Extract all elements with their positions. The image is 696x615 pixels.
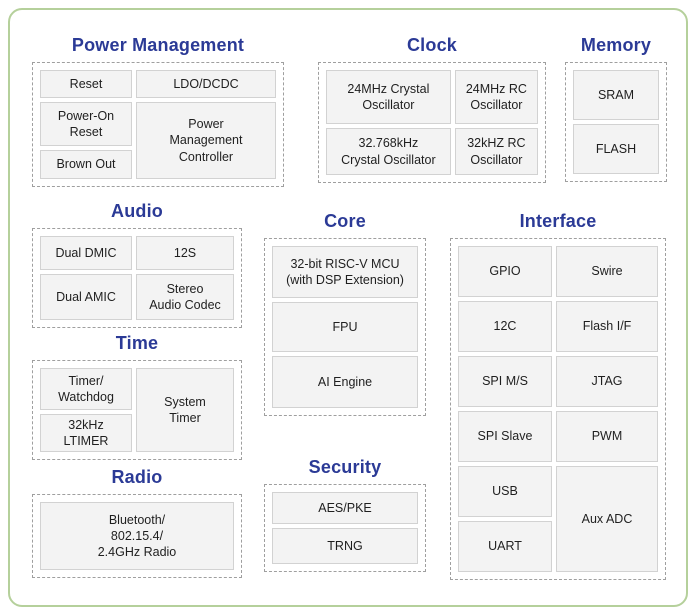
section-time: Time Timer/ Watchdog System Timer 32kHz …: [32, 332, 242, 460]
block-power-management-controller: Power Management Controller: [136, 102, 276, 179]
block-swire: Swire: [556, 246, 658, 297]
section-security: Security AES/PKE TRNG: [264, 456, 426, 572]
block-dual-amic: Dual AMIC: [40, 274, 132, 320]
block-12c: 12C: [458, 301, 552, 352]
block-spi-ms: SPI M/S: [458, 356, 552, 407]
block-fpu: FPU: [272, 302, 418, 352]
block-32768khz-crystal-oscillator: 32.768kHz Crystal Oscillator: [326, 128, 451, 175]
block-24mhz-crystal-oscillator: 24MHz Crystal Oscillator: [326, 70, 451, 124]
block-system-timer: System Timer: [136, 368, 234, 452]
time-box: Timer/ Watchdog System Timer 32kHz LTIME…: [32, 360, 242, 460]
clock-title: Clock: [406, 35, 458, 55]
block-ldo-dcdc: LDO/DCDC: [136, 70, 276, 98]
block-aes-pke: AES/PKE: [272, 492, 418, 524]
time-title: Time: [115, 333, 159, 353]
block-flash-if: Flash I/F: [556, 301, 658, 352]
memory-box: SRAM FLASH: [565, 62, 667, 182]
block-24mhz-rc-oscillator: 24MHz RC Oscillator: [454, 70, 538, 124]
security-title: Security: [308, 457, 382, 477]
section-audio: Audio Dual DMIC 12S Dual AMIC Stereo Aud…: [32, 200, 242, 328]
power-management-box: Reset LDO/DCDC Power-On Reset Power Mana…: [32, 62, 284, 187]
core-box: 32-bit RISC-V MCU (with DSP Extension) F…: [264, 238, 426, 416]
block-reset: Reset: [40, 70, 132, 98]
block-dual-dmic: Dual DMIC: [40, 236, 132, 270]
block-brown-out: Brown Out: [40, 150, 132, 179]
block-12s: 12S: [136, 236, 234, 270]
section-power-management: Power Management Reset LDO/DCDC Power-On…: [32, 34, 284, 187]
clock-box: 24MHz Crystal Oscillator 24MHz RC Oscill…: [318, 62, 546, 183]
block-pwm: PWM: [556, 411, 658, 462]
block-timer-watchdog: Timer/ Watchdog: [40, 368, 132, 410]
block-gpio: GPIO: [458, 246, 552, 297]
audio-title: Audio: [111, 201, 163, 221]
block-stereo-audio-codec: Stereo Audio Codec: [136, 274, 234, 320]
interface-box: GPIO Swire 12C Flash I/F SPI M/S JTAG SP…: [450, 238, 666, 580]
block-32khz-ltimer: 32kHz LTIMER: [40, 414, 132, 452]
block-bluetooth-radio: Bluetooth/ 802.15.4/ 2.4GHz Radio: [40, 502, 234, 570]
block-ai-engine: AI Engine: [272, 356, 418, 408]
block-aux-adc: Aux ADC: [556, 466, 658, 572]
power-management-title: Power Management: [71, 35, 245, 55]
block-riscv-mcu: 32-bit RISC-V MCU (with DSP Extension): [272, 246, 418, 298]
section-memory: Memory SRAM FLASH: [565, 34, 667, 182]
block-uart: UART: [458, 521, 552, 572]
block-trng: TRNG: [272, 528, 418, 564]
section-core: Core 32-bit RISC-V MCU (with DSP Extensi…: [264, 210, 426, 416]
radio-box: Bluetooth/ 802.15.4/ 2.4GHz Radio: [32, 494, 242, 578]
section-interface: Interface GPIO Swire 12C Flash I/F SPI M…: [450, 210, 666, 580]
block-32khz-rc-oscillator: 32kHZ RC Oscillator: [454, 128, 538, 175]
memory-title: Memory: [580, 35, 652, 55]
section-clock: Clock 24MHz Crystal Oscillator 24MHz RC …: [318, 34, 546, 183]
block-spi-slave: SPI Slave: [458, 411, 552, 462]
block-sram: SRAM: [573, 70, 659, 120]
security-box: AES/PKE TRNG: [264, 484, 426, 572]
radio-title: Radio: [111, 467, 163, 487]
core-title: Core: [324, 211, 366, 231]
block-flash: FLASH: [573, 124, 659, 174]
block-power-on-reset: Power-On Reset: [40, 102, 132, 146]
section-radio: Radio Bluetooth/ 802.15.4/ 2.4GHz Radio: [32, 466, 242, 578]
block-jtag: JTAG: [556, 356, 658, 407]
interface-title: Interface: [519, 211, 597, 231]
block-usb: USB: [458, 466, 552, 517]
audio-box: Dual DMIC 12S Dual AMIC Stereo Audio Cod…: [32, 228, 242, 328]
